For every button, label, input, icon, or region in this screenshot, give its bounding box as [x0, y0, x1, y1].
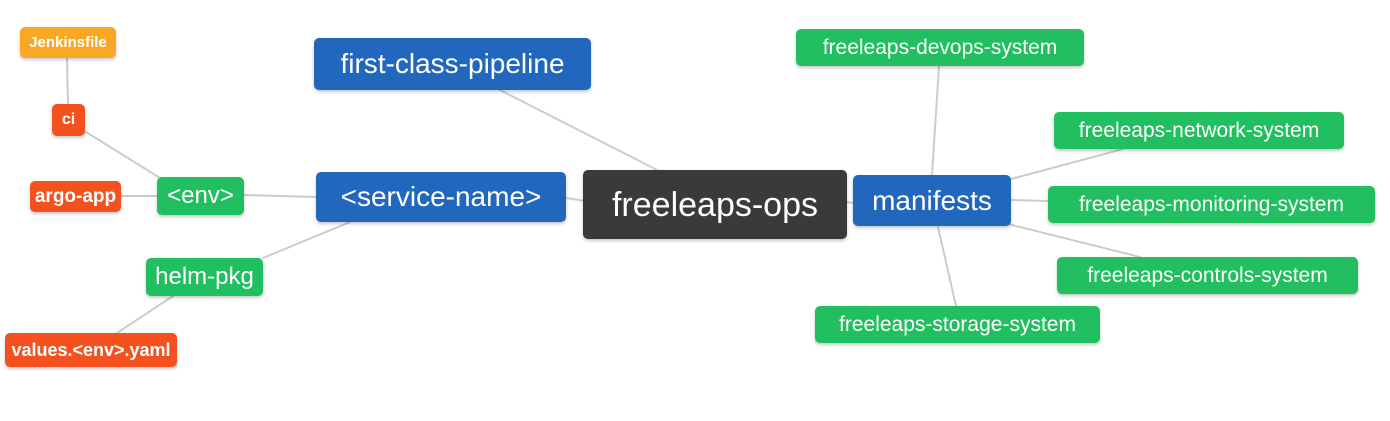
- mindmap-node-label: Jenkinsfile: [29, 34, 107, 51]
- mindmap-node-freeleaps-network-system[interactable]: freeleaps-network-system: [1054, 112, 1344, 149]
- mindmap-node-first-class-pipeline[interactable]: first-class-pipeline: [314, 38, 591, 90]
- mindmap-node-freeleaps-controls-system[interactable]: freeleaps-controls-system: [1057, 257, 1358, 294]
- mindmap-edge-env-service-name: [243, 194, 317, 198]
- mindmap-node-label: freeleaps-monitoring-system: [1079, 193, 1344, 216]
- mindmap-node-freeleaps-storage-system[interactable]: freeleaps-storage-system: [815, 306, 1100, 343]
- mindmap-edge-service-name-freeleaps-ops: [565, 197, 586, 202]
- mindmap-edge-freeleaps-ops-manifests: [845, 201, 855, 204]
- mindmap-edge-manifests-freeleaps-devops-system: [931, 65, 940, 176]
- mindmap-node-freeleaps-monitoring-system[interactable]: freeleaps-monitoring-system: [1048, 186, 1375, 223]
- mindmap-node-label: ci: [61, 111, 76, 128]
- mindmap-node-env[interactable]: <env>: [157, 177, 244, 215]
- mindmap-node-helm-pkg[interactable]: helm-pkg: [146, 258, 263, 296]
- mindmap-edge-manifests-freeleaps-monitoring-system: [1010, 199, 1049, 202]
- mindmap-edge-manifests-freeleaps-storage-system: [937, 226, 957, 307]
- mindmap-edge-jenkinsfile-ci: [66, 57, 69, 105]
- mindmap-edge-service-name-helm-pkg: [262, 221, 351, 259]
- mindmap-edge-manifests-freeleaps-network-system: [1010, 148, 1124, 180]
- mindmap-node-argo-app[interactable]: argo-app: [30, 181, 121, 212]
- mindmap-edge-first-class-pipeline-freeleaps-ops: [499, 89, 658, 171]
- mindmap-node-label: freeleaps-controls-system: [1087, 264, 1328, 287]
- mindmap-node-label: helm-pkg: [155, 263, 254, 290]
- mindmap-node-label: freeleaps-network-system: [1078, 119, 1320, 142]
- mindmap-node-label: freeleaps-storage-system: [839, 313, 1076, 336]
- mindmap-edge-ci-env: [85, 131, 161, 179]
- mindmap-node-label: argo-app: [34, 186, 117, 207]
- mindmap-node-label: <env>: [167, 182, 234, 209]
- mindmap-edge-helm-pkg-values-env-yaml: [116, 295, 174, 334]
- mindmap-node-freeleaps-ops[interactable]: freeleaps-ops: [583, 170, 847, 239]
- mindmap-node-label: freeleaps-ops: [611, 185, 818, 224]
- mindmap-node-label: first-class-pipeline: [340, 48, 565, 79]
- mindmap-node-label: values.<env>.yaml: [11, 340, 171, 360]
- mindmap-node-label: manifests: [872, 184, 992, 216]
- mindmap-node-label: <service-name>: [340, 181, 542, 212]
- mindmap-node-service-name[interactable]: <service-name>: [316, 172, 566, 222]
- mindmap-node-ci[interactable]: ci: [52, 104, 85, 136]
- mindmap-node-values-env-yaml[interactable]: values.<env>.yaml: [5, 333, 177, 367]
- mindmap-node-manifests[interactable]: manifests: [853, 175, 1011, 226]
- mindmap-edge-manifests-freeleaps-controls-system: [1007, 223, 1141, 258]
- mindmap-node-jenkinsfile[interactable]: Jenkinsfile: [20, 27, 116, 58]
- mindmap-node-label: freeleaps-devops-system: [822, 36, 1058, 59]
- mindmap-node-freeleaps-devops-system[interactable]: freeleaps-devops-system: [796, 29, 1084, 66]
